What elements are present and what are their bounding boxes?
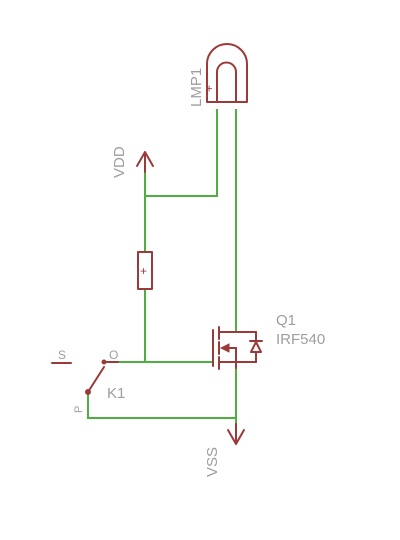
lamp-pin-mark: +: [202, 85, 216, 92]
relay-label: K1: [107, 385, 125, 402]
lamp-lmp1: + LMP1: [188, 43, 248, 107]
mosfet-name-label: Q1: [276, 312, 296, 329]
mosfet-value-label: IRF540: [276, 331, 325, 348]
lamp-outer-outline: [206, 43, 248, 103]
resistor: +: [137, 251, 153, 290]
mosfet-q1: Q1 IRF540: [212, 312, 325, 370]
lamp-filament: [216, 61, 237, 103]
lamp-label: LMP1: [188, 68, 205, 107]
relay-k1: S O P K1: [51, 348, 125, 413]
vdd-label: VDD: [111, 146, 128, 178]
mosfet-diode-icon: [250, 341, 262, 353]
vdd-arrow-icon: [136, 151, 154, 173]
relay-pin-p-label: P: [73, 406, 85, 413]
vss-ground-symbol: VSS: [204, 423, 245, 477]
resistor-mark: +: [140, 264, 147, 278]
relay-p-contact-dot: [85, 389, 91, 395]
mosfet-body-arrow-icon: [219, 343, 230, 353]
relay-pin-o-label: O: [109, 348, 118, 362]
vss-label: VSS: [204, 447, 221, 477]
vss-arrow-icon: [227, 423, 245, 445]
relay-switch-arm: [87, 366, 105, 393]
resistor-body: [137, 251, 153, 290]
relay-pin-s-label: S: [58, 348, 66, 362]
wires: [87, 109, 237, 425]
vdd-supply-symbol: VDD: [111, 146, 154, 178]
